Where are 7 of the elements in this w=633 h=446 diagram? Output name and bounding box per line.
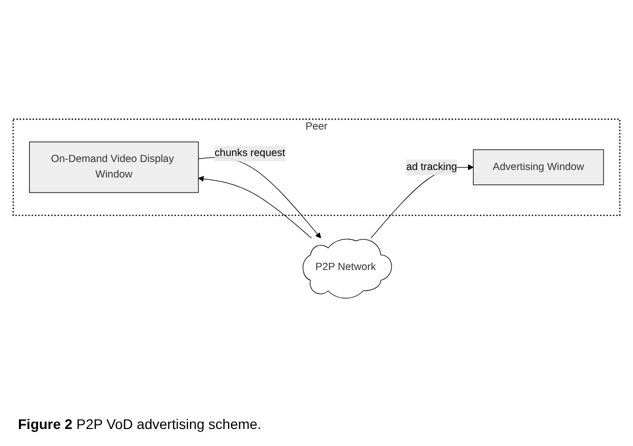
arrow: [198, 176, 312, 239]
node-box: Advertising Window: [472, 150, 604, 186]
arrow: [198, 157, 322, 239]
figure-caption: Figure 2 P2P VoD advertising scheme.: [17, 415, 262, 434]
node-box: On-Demand Video Display Window: [29, 142, 199, 194]
edge-label: ad tracking: [406, 162, 458, 173]
edge-label: chunks request: [214, 148, 286, 160]
